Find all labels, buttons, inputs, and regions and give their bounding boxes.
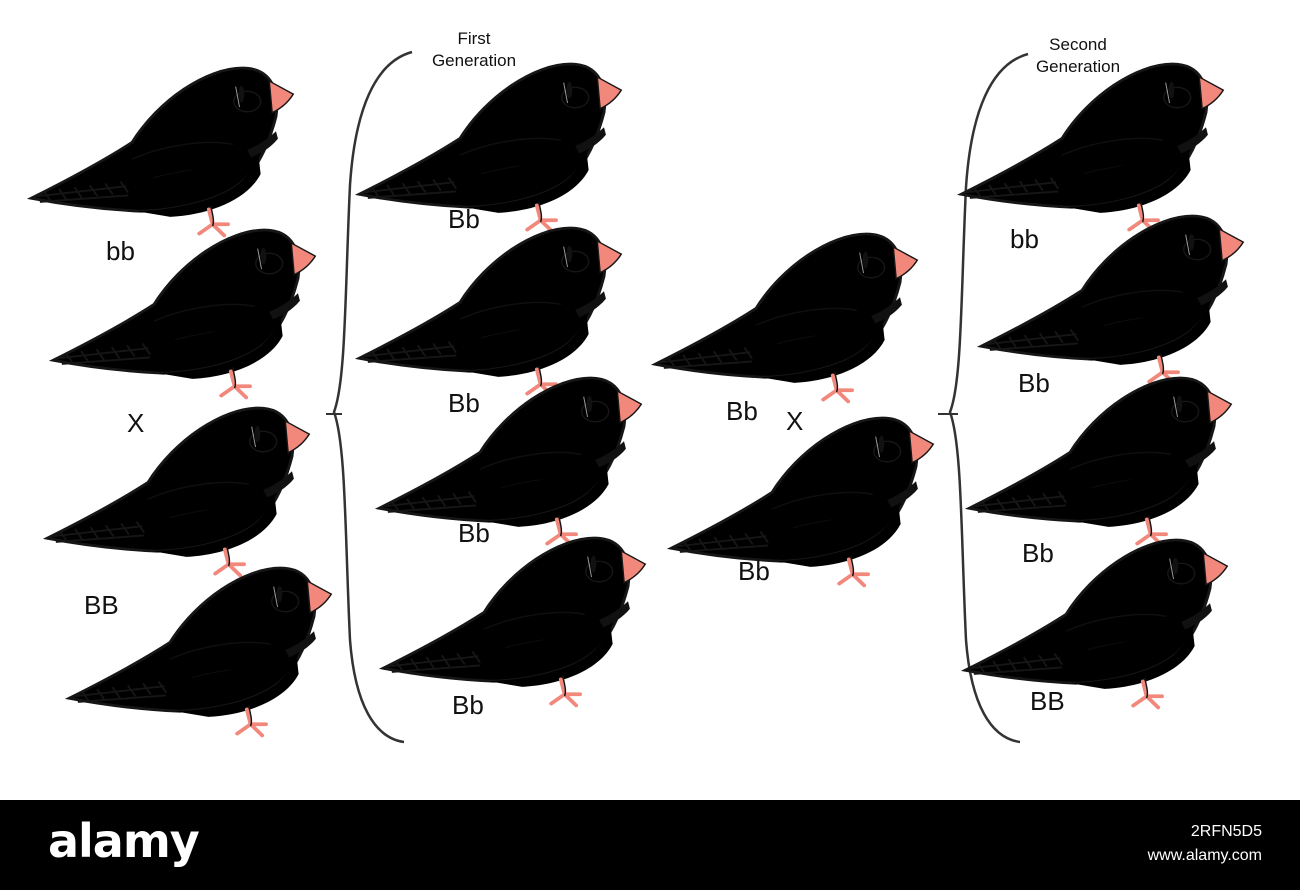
image-reference: 2RFN5D5 www.alamy.com [1148,820,1262,868]
image-id: 2RFN5D5 [1190,823,1262,840]
first-generation-heading-line2: Generation [431,51,517,70]
cross-symbol-middle: X [786,406,804,436]
gen2-bird-1 [959,62,1226,234]
gen1-bird-1 [357,62,624,234]
genetics-diagram [29,50,1246,744]
watermark-footer: alamy 2RFN5D5 www.alamy.com [0,800,1300,890]
parent-bird-pale-male [51,228,318,400]
label-gen2-1: bb [1010,224,1039,254]
cross-symbol-left: X [127,408,145,438]
first-generation-bracket [332,50,413,744]
label-gen2-2: Bb [1018,368,1050,398]
gen2-bird-3 [967,376,1234,548]
gen1-bird-3 [377,376,644,548]
label-parent-recessive: bb [106,236,135,266]
parent-bird-pale-top [29,66,296,238]
second-generation-bracket [948,52,1029,744]
cross-bird-female [653,232,920,404]
gen1-bird-2 [357,226,624,398]
site-url: www.alamy.com [1147,847,1262,864]
parent-bird-grey-female [45,406,312,578]
first-generation-heading-line1: First [457,29,491,48]
second-generation-heading: Second Generation [1016,34,1140,78]
cross-bird-male [669,416,936,588]
label-parent-dominant: BB [84,590,119,620]
label-cross-parent-2: Bb [738,556,770,586]
label-gen1-4: Bb [452,690,484,720]
brand-logo: alamy [48,814,200,868]
first-generation-heading: First Generation [412,28,536,72]
second-generation-heading-line2: Generation [1035,57,1121,76]
gen1-bird-4 [381,536,648,708]
label-gen1-1: Bb [448,204,480,234]
label-cross-parent-1: Bb [726,396,758,426]
label-gen2-4: BB [1030,686,1065,716]
gen2-bird-4 [963,538,1230,710]
label-gen1-2: Bb [448,388,480,418]
label-gen1-3: Bb [458,518,490,548]
label-gen2-3: Bb [1022,538,1054,568]
second-generation-heading-line1: Second [1049,35,1107,54]
